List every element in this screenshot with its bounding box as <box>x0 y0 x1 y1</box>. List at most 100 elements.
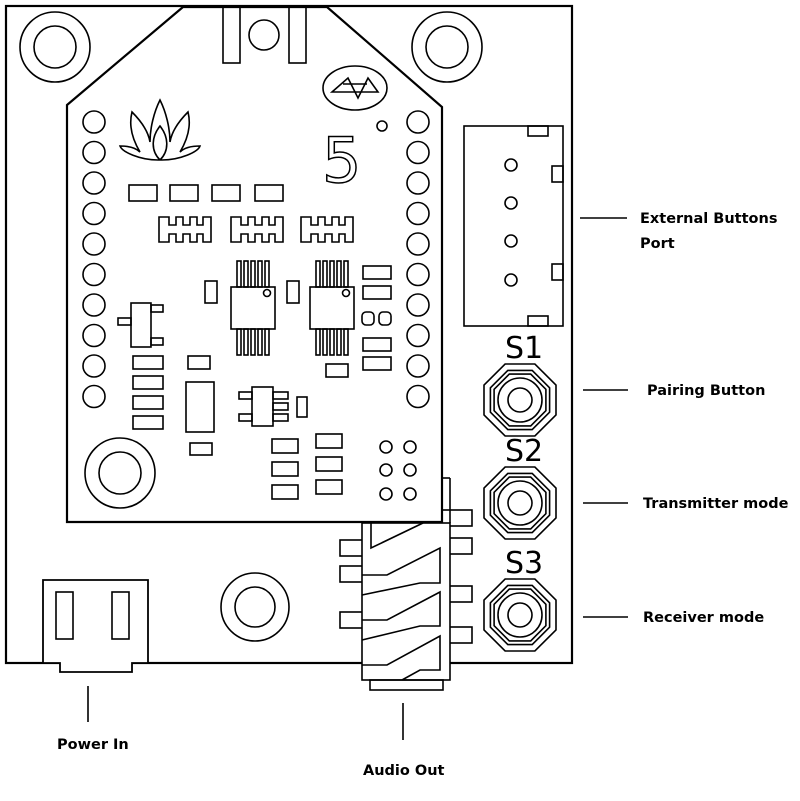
regulator-lead <box>272 402 289 411</box>
smd-resistor <box>254 184 284 202</box>
pin-hole-right <box>406 232 430 256</box>
pin-hole-right <box>406 354 430 378</box>
smd-pad <box>271 484 299 500</box>
label-external-buttons-port: Port <box>640 236 675 252</box>
ic-lead <box>343 328 349 356</box>
pin-hole-right <box>406 140 430 165</box>
via-hole <box>403 487 417 501</box>
transistor-lead <box>150 304 164 313</box>
mounting-hole-top-right <box>411 11 483 83</box>
regulator-lead <box>272 413 289 422</box>
ic-lead <box>257 260 263 288</box>
transistor-lead <box>117 317 132 326</box>
lotus-logo-icon <box>118 98 202 161</box>
smd-pad <box>132 355 164 370</box>
smd-pad <box>315 479 343 495</box>
smd-resistor <box>128 184 158 202</box>
ic-lead <box>336 260 342 288</box>
pin-hole-left <box>82 323 106 348</box>
smd-pad <box>271 438 299 454</box>
switch-s3[interactable] <box>483 578 557 652</box>
ic-lead <box>236 328 242 356</box>
pin-hole-right <box>406 110 430 134</box>
smd-pad <box>315 433 343 449</box>
switch-s2[interactable] <box>483 466 557 540</box>
module-mounting-hole <box>84 437 156 509</box>
label-external-buttons: External Buttons <box>640 211 777 227</box>
switch-label: S3 <box>505 546 543 581</box>
ic-lead <box>236 260 242 288</box>
label-audio-out: Audio Out <box>363 763 445 779</box>
pin-hole-right <box>406 201 430 226</box>
smd-pad <box>315 456 343 472</box>
via-hole <box>379 463 393 477</box>
pin-hole-right <box>406 323 430 348</box>
smd-pad <box>132 415 164 430</box>
smd-pad <box>189 442 213 456</box>
pin1-marker <box>262 288 272 298</box>
pin-hole-right <box>406 293 430 317</box>
resistor-array <box>230 216 284 243</box>
smd-pad <box>296 396 308 418</box>
switch-label: S1 <box>505 331 543 366</box>
ic-lead <box>336 328 342 356</box>
pin-hole-left <box>82 110 106 134</box>
ic-lead <box>264 260 270 288</box>
capacitor <box>185 381 215 433</box>
switch-s1[interactable] <box>483 363 557 437</box>
pin-hole-left <box>82 140 106 165</box>
ic-lead <box>315 260 321 288</box>
antenna <box>222 6 307 64</box>
ic-lead <box>250 328 256 356</box>
smd-part <box>204 280 218 304</box>
pin-hole-left <box>82 384 106 409</box>
resistor-array <box>158 216 212 243</box>
ic-lead <box>322 260 328 288</box>
smd-pad <box>362 285 392 300</box>
regulator-lead <box>238 391 253 400</box>
pin-hole-left <box>82 232 106 256</box>
pin-hole-left <box>82 262 106 287</box>
smd-pad <box>362 337 392 352</box>
smd-part <box>378 311 392 326</box>
fiducial-dot <box>376 120 388 132</box>
smd-pad <box>271 461 299 477</box>
power-connector <box>42 579 149 673</box>
label-pairing-button: Pairing Button <box>647 383 765 399</box>
smd-pad <box>187 355 211 370</box>
bluetooth-icon <box>322 65 388 111</box>
ic-lead <box>243 328 249 356</box>
ic-lead <box>243 260 249 288</box>
regulator-lead <box>272 391 289 400</box>
label-transmitter-mode: Transmitter mode <box>643 496 789 512</box>
ic-lead <box>329 328 335 356</box>
via-hole <box>403 440 417 454</box>
via-hole <box>403 463 417 477</box>
label-receiver-mode: Receiver mode <box>643 610 764 626</box>
mounting-hole-bottom <box>220 572 290 642</box>
pin-hole-left <box>82 354 106 378</box>
audio-jack <box>339 477 473 691</box>
pin-hole-right <box>406 171 430 195</box>
external-buttons-port <box>463 125 564 327</box>
smd-pad <box>132 375 164 390</box>
pin-hole-right <box>406 262 430 287</box>
version-mark: 5 <box>322 124 361 197</box>
ic-lead <box>343 260 349 288</box>
pin-hole-left <box>82 293 106 317</box>
ic-lead <box>250 260 256 288</box>
smd-resistor <box>169 184 199 202</box>
ic-lead <box>322 328 328 356</box>
smd-resistor <box>211 184 241 202</box>
smd-pad <box>325 363 349 378</box>
smd-part <box>361 311 375 326</box>
via-hole <box>379 440 393 454</box>
via-hole <box>379 487 393 501</box>
smd-pad <box>362 356 392 371</box>
resistor-array <box>300 216 354 243</box>
mounting-hole-top-left <box>19 11 91 83</box>
ic-lead <box>264 328 270 356</box>
transistor-lead <box>150 337 164 346</box>
pin1-marker <box>341 288 351 298</box>
